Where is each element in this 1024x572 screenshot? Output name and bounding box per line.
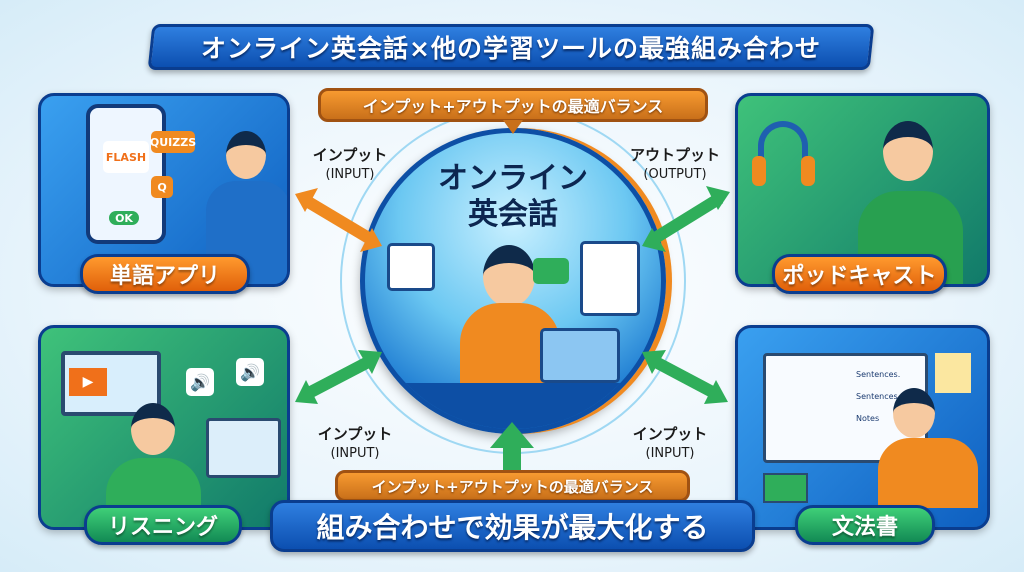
ok-button-illustration: OK bbox=[109, 211, 139, 225]
play-icon: ▶ bbox=[69, 368, 107, 396]
flash-card: FLASH bbox=[103, 141, 149, 173]
double-arrow-vocab bbox=[295, 188, 382, 252]
person-head bbox=[893, 388, 935, 438]
bottom-banner: 組み合わせで効果が最大化する bbox=[270, 500, 755, 552]
chat-bubble-icon bbox=[533, 258, 569, 284]
video-call-window bbox=[387, 243, 435, 291]
desk bbox=[365, 383, 661, 429]
teacher-head bbox=[483, 245, 535, 307]
person-head bbox=[883, 121, 933, 181]
label-listening: リスニング bbox=[84, 505, 242, 545]
arrow-label: インプット bbox=[317, 425, 393, 443]
laptop-illustration bbox=[540, 328, 620, 383]
books-stack bbox=[763, 473, 808, 503]
arrow-label: インプット bbox=[632, 425, 708, 443]
label-vocab-app: 単語アプリ bbox=[80, 254, 250, 294]
q-card: Q bbox=[151, 176, 173, 198]
center-title-line1: オンライン bbox=[438, 161, 588, 196]
panel-grammar: Sentences. Sentences. Notes bbox=[735, 325, 990, 530]
arrow-sublabel: (INPUT) bbox=[645, 446, 695, 461]
person-head bbox=[131, 403, 175, 455]
person-body bbox=[878, 438, 978, 508]
balance-bubble-bottom: インプット+アウトプットの最適バランス bbox=[335, 470, 690, 502]
video-call-window bbox=[580, 241, 640, 316]
arrow-label-input-grammar: インプット (INPUT) bbox=[620, 425, 720, 463]
headphones-icon bbox=[758, 121, 808, 176]
quiz-card: QUIZZS bbox=[150, 131, 196, 153]
arrow-sublabel: (INPUT) bbox=[330, 446, 380, 461]
speaker-icon: 🔊 bbox=[186, 368, 214, 396]
double-arrow-grammar bbox=[642, 350, 728, 404]
double-arrow-podcast bbox=[642, 186, 730, 252]
arrow-label-input-vocab: インプット (INPUT) bbox=[300, 146, 400, 184]
label-podcast: ポッドキャスト bbox=[772, 254, 947, 294]
center-title-line2: 英会話 bbox=[468, 197, 558, 232]
video-clip-illustration bbox=[206, 418, 281, 478]
note-text: Sentences. bbox=[856, 370, 901, 379]
arrow-sublabel: (OUTPUT) bbox=[643, 167, 707, 182]
person-head bbox=[226, 131, 266, 179]
headphone-cup-right bbox=[801, 156, 815, 186]
label-grammar: 文法書 bbox=[795, 505, 935, 545]
headphone-cup-left bbox=[752, 156, 766, 186]
arrow-sublabel: (INPUT) bbox=[325, 167, 375, 182]
bubble-pointer bbox=[503, 120, 523, 134]
note-text: Sentences. bbox=[856, 392, 901, 401]
note-text: Notes bbox=[856, 414, 880, 423]
sticky-note bbox=[935, 353, 971, 393]
arrow-label-input-listening: インプット (INPUT) bbox=[305, 425, 405, 463]
arrow-label: アウトプット bbox=[629, 146, 720, 164]
arrow-label: インプット bbox=[312, 146, 388, 164]
up-arrow bbox=[490, 422, 534, 475]
panel-vocab-app: FLASH QUIZZS Q OK bbox=[38, 93, 290, 287]
arrow-label-output-podcast: アウトプット (OUTPUT) bbox=[620, 146, 730, 184]
double-arrow-listening bbox=[295, 350, 382, 404]
speaker-icon: 🔊 bbox=[236, 358, 264, 386]
